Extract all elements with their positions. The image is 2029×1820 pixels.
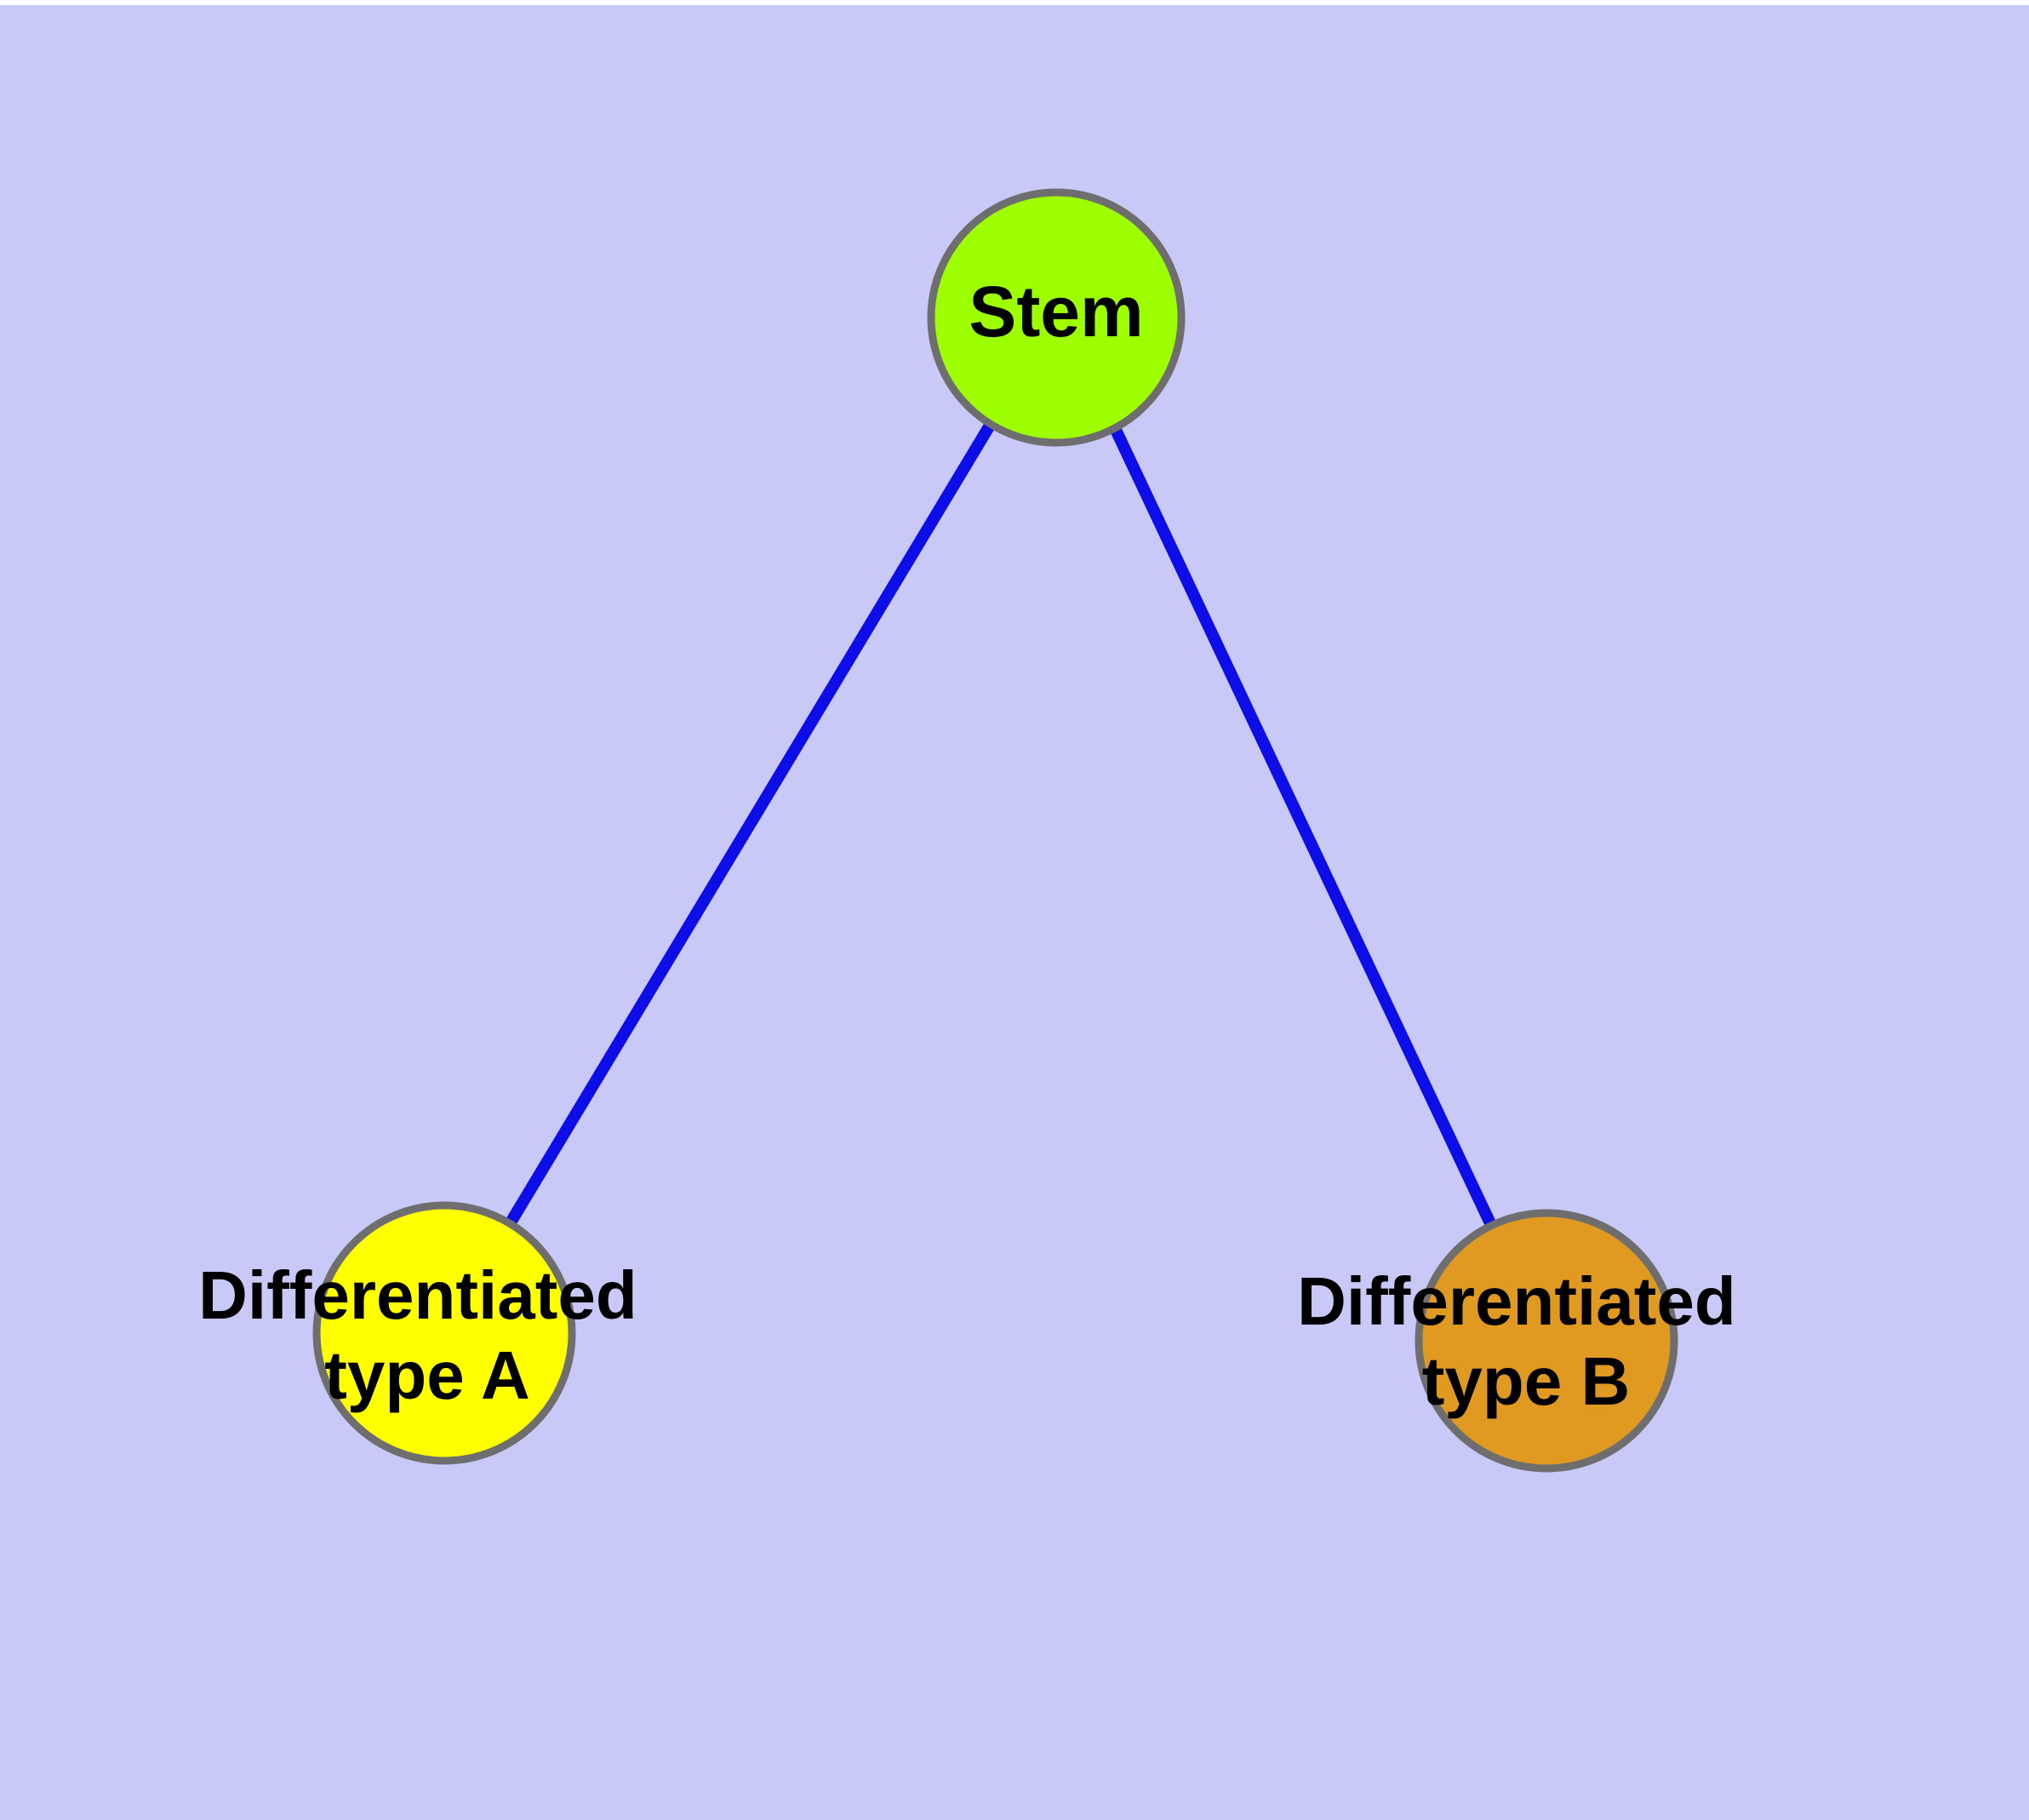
node-diff-a-label-line-1: Differentiated <box>198 1257 637 1333</box>
node-diff-b-circle[interactable] <box>1415 1209 1678 1473</box>
node-stem-label: Stem <box>969 272 1143 352</box>
node-diff-a[interactable] <box>312 1201 576 1465</box>
node-stem-circle[interactable] <box>927 188 1186 447</box>
node-diff-b[interactable] <box>1415 1209 1678 1473</box>
node-diff-a-label: Differentiated type A <box>198 1257 656 1413</box>
node-diff-a-label-line-2: type A <box>324 1337 530 1413</box>
node-diff-b-label-line-1: Differentiated <box>1297 1263 1736 1339</box>
node-diff-a-circle[interactable] <box>312 1201 576 1465</box>
label-layer: Stem Differentiated type A Differentiate… <box>198 272 1755 1419</box>
node-stem-label-line-1: Stem <box>969 272 1143 352</box>
edge-layer <box>506 421 1496 1226</box>
node-diff-b-label-line-2: type B <box>1422 1343 1631 1419</box>
edge-stem-to-diff-a[interactable] <box>506 421 996 1226</box>
node-stem[interactable] <box>927 188 1186 447</box>
node-diff-b-label: Differentiated type B <box>1297 1263 1755 1419</box>
node-layer <box>312 188 1678 1473</box>
edge-stem-to-diff-b[interactable] <box>1110 427 1496 1226</box>
